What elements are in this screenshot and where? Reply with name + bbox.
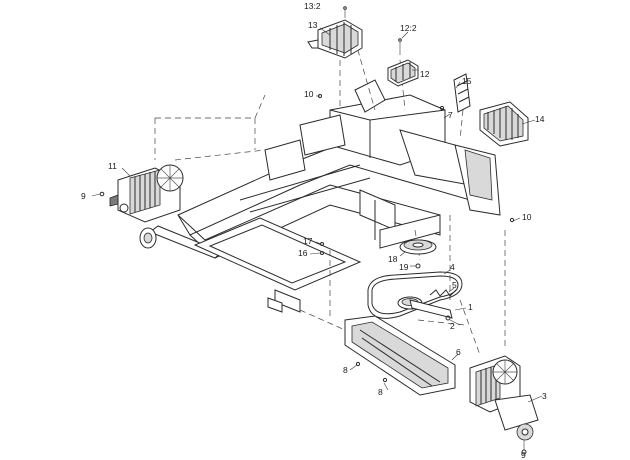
part-6-plate <box>344 315 456 396</box>
callout-9b: 9 <box>521 450 526 460</box>
part-13-bracket <box>307 6 363 59</box>
callout-7: 7 <box>448 110 453 120</box>
main-frame <box>139 79 515 313</box>
callout-11: 11 <box>108 161 117 171</box>
callout-13: 13 <box>308 20 318 30</box>
callout-15: 15 <box>462 76 472 86</box>
callout-1: 1 <box>468 302 473 312</box>
callout-4: 4 <box>450 262 455 272</box>
callout-8b: 8 <box>378 387 383 397</box>
callout-labels: 13:2 13 12:2 12 15 14 10 7 11 9 10 17 16… <box>81 1 547 460</box>
callout-2: 2 <box>450 321 455 331</box>
callout-9a: 9 <box>81 191 86 201</box>
part-4-belt <box>367 271 463 319</box>
callout-10a: 10 <box>304 89 314 99</box>
callout-18: 18 <box>388 254 398 264</box>
callout-13-2: 13:2 <box>304 1 321 11</box>
callout-17: 17 <box>303 236 313 246</box>
callout-19: 19 <box>399 262 409 272</box>
part-15-bracket <box>453 73 471 113</box>
part-18-pulley <box>399 239 437 269</box>
callout-3: 3 <box>542 391 547 401</box>
part-1-idler-assembly <box>397 289 457 321</box>
callout-5: 5 <box>452 280 457 290</box>
part-12-bracket <box>387 38 419 87</box>
part-3-transaxle-right <box>469 355 539 455</box>
callout-12: 12 <box>420 69 430 79</box>
callout-12-2: 12:2 <box>400 23 417 33</box>
callout-8a: 8 <box>343 365 348 375</box>
part-11-transaxle-left <box>99 164 184 223</box>
callout-6: 6 <box>456 347 461 357</box>
callout-10b: 10 <box>522 212 532 222</box>
leader-lines <box>91 27 543 403</box>
callout-14: 14 <box>535 114 545 124</box>
part-14-shield <box>479 101 529 147</box>
callout-16: 16 <box>298 248 308 258</box>
